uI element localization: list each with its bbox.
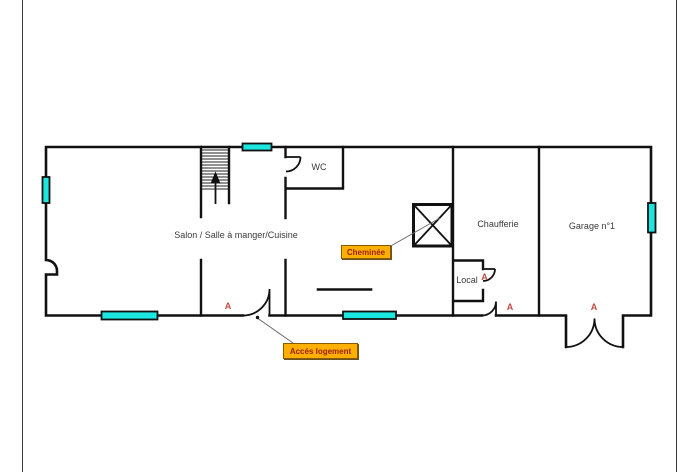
acces-leader-line	[257, 318, 294, 344]
window-bottom-left	[100, 310, 159, 321]
annotation-acces-logement: Accés logement	[283, 343, 358, 359]
annotation-cheminee: Cheminée	[341, 245, 391, 259]
door-mark-acces: A	[224, 301, 232, 311]
door-mark-garage: A	[590, 302, 598, 312]
acces-anchor-dot	[255, 315, 260, 320]
chimney-box	[412, 203, 454, 248]
room-label-local: Local	[456, 275, 478, 285]
cheminee-leader-line	[388, 217, 441, 248]
page-border-left	[22, 0, 23, 472]
page-border-right	[676, 0, 677, 472]
window-left	[41, 176, 51, 204]
stairs-up-arrow-head	[210, 171, 221, 184]
window-top	[241, 142, 273, 152]
door-mark-chaufferie: A	[506, 302, 514, 312]
room-label-garage: Garage n°1	[568, 221, 616, 231]
room-label-chaufferie: Chaufferie	[477, 219, 519, 229]
window-bottom-center	[342, 310, 397, 320]
window-garage-right	[647, 202, 657, 234]
room-label-wc: WC	[311, 162, 327, 172]
door-mark-local: A	[481, 272, 488, 282]
chimney-box-cross	[412, 203, 453, 247]
room-label-salon: Salon / Salle à manger/Cuisine	[174, 230, 298, 240]
stairs	[202, 149, 228, 204]
door-swings	[242, 156, 624, 348]
